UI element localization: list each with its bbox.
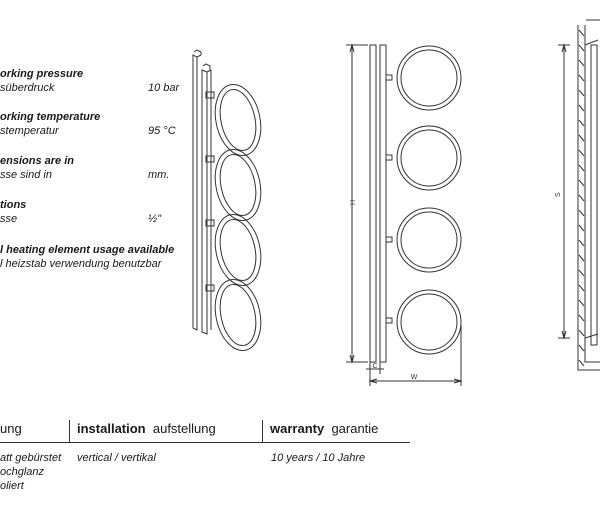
finish-option: att gebürstet <box>0 452 62 464</box>
dimension-label-center: C <box>372 363 377 370</box>
col-warranty-header: warranty garantie <box>270 421 378 436</box>
spec-label-en: ensions are in <box>0 155 74 167</box>
finish-option: oliert <box>0 480 24 492</box>
warranty-value: 10 years / 10 Jahre <box>271 452 366 464</box>
dimension-label-height: H <box>350 200 357 205</box>
spec-value: ½" <box>148 213 162 225</box>
spec-value: mm. <box>148 169 170 181</box>
spec-label-de: l heizstab verwendung benutzbar <box>0 258 162 270</box>
side-view <box>558 19 600 371</box>
perspective-view <box>192 49 262 352</box>
spec-label-de: süberdruck <box>0 82 55 94</box>
spec-value: 95 °C <box>148 125 176 137</box>
dimension-label-width: W <box>411 374 418 381</box>
spec-dimensions: ensions are in sse sind in mm. <box>0 154 185 182</box>
spec-label-en: orking temperature <box>0 111 101 123</box>
col-finish-header: ung <box>0 421 22 436</box>
spec-table-header: ung installation aufstellung warranty ga… <box>0 421 410 443</box>
table-divider <box>0 442 410 443</box>
spec-value: 10 bar <box>148 82 180 94</box>
spec-heating-element: l heating element usage available l heiz… <box>0 243 185 271</box>
spec-connections: tions sse ½" <box>0 198 185 226</box>
installation-label-de: aufstellung <box>152 421 216 436</box>
warranty-label: warranty <box>270 421 325 436</box>
spec-label-de: sse sind in <box>0 169 52 181</box>
finish-option: ochglanz <box>0 466 45 478</box>
dimension-label-spacing: S <box>555 192 562 197</box>
column-separator <box>69 420 70 442</box>
spec-label-en: tions <box>0 199 27 211</box>
warranty-label-de: garantie <box>331 421 379 436</box>
installation-value: vertical / vertikal <box>77 452 156 464</box>
col-installation-header: installation aufstellung <box>77 421 216 436</box>
spec-label-de: sse <box>0 213 18 225</box>
spec-working-pressure: orking pressure süberdruck 10 bar <box>0 67 185 95</box>
spec-working-temperature: orking temperature stemperatur 95 °C <box>0 110 185 138</box>
front-view <box>346 43 463 386</box>
technical-drawing: H C W S <box>192 19 600 386</box>
spec-label-en: l heating element usage available <box>0 244 175 256</box>
spec-label-en: orking pressure <box>0 68 84 80</box>
column-separator <box>262 420 263 442</box>
installation-label: installation <box>77 421 146 436</box>
finish-options: att gebürstet ochglanz oliert <box>0 451 61 493</box>
spec-label-de: stemperatur <box>0 125 59 137</box>
